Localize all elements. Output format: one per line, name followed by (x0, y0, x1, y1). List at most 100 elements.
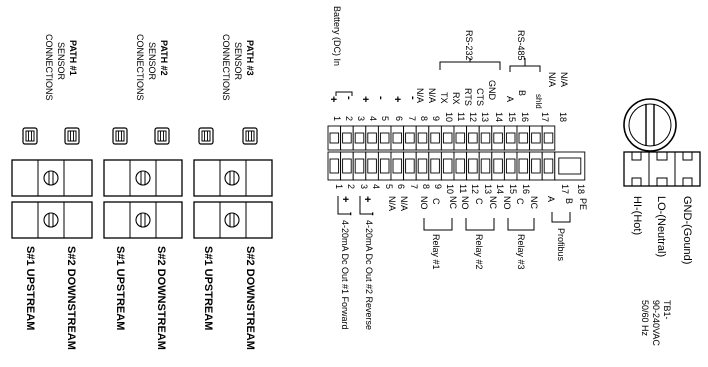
top-pin-14: 14 (494, 112, 504, 122)
rs485-label: RS-485 (516, 30, 526, 61)
bottom-terminal-screw-slot (505, 158, 516, 174)
top-pin-10: 10 (444, 112, 454, 122)
power-terminal-block (623, 151, 701, 187)
relay-3-label: Relay #3 (516, 234, 526, 270)
bottom-pin-6: 6 (396, 184, 406, 189)
bottom-terminal-screw-slot (392, 158, 403, 174)
rs232-label: RS-232 (464, 30, 474, 61)
top-label-na-17: N/A (547, 72, 557, 87)
path-2-connector-block-lower (103, 201, 183, 239)
screw-icon (224, 170, 240, 186)
top-pin-3: 3 (356, 116, 366, 121)
analog-out-sign-4: - (367, 212, 379, 216)
top-pin-11: 11 (456, 112, 466, 121)
top-label-shld: shld (534, 94, 543, 109)
battery-sign-4: - (375, 96, 387, 100)
terminal-strip-top (327, 125, 556, 151)
screw-icon (135, 212, 151, 228)
rs232-bracket (439, 58, 501, 70)
top-terminal-screw-slot (505, 132, 516, 144)
bottom-pin-4: 4 (371, 184, 381, 189)
top-terminal-screw-slot (493, 132, 503, 144)
bottom-pin-16: 16 (521, 184, 531, 194)
analog-out-sign-2: - (345, 212, 357, 216)
path-3-connector-block-upper (193, 159, 273, 197)
top-pin-1: 1 (332, 116, 342, 121)
bottom-label-na-6: N/A (399, 196, 409, 211)
top-pin-numbers: 1 2 3 4 5 6 7 8 9 10 11 12 13 14 15 16 1… (332, 112, 568, 122)
bottom-terminal-screw-slot (430, 158, 440, 174)
relay-2-label: Relay #2 (474, 234, 484, 270)
path-3-title: PATH #3 (245, 40, 255, 76)
path-2-connections-label: CONNECTIONS (135, 34, 145, 101)
bottom-terminal-screw-slot (531, 158, 541, 174)
top-label-na-7: N/A (415, 88, 425, 103)
bottom-pin-14: 14 (495, 184, 505, 194)
top-pin-12: 12 (468, 112, 478, 122)
top-terminal-screw-slot (430, 132, 440, 144)
path-1-sensor-group: PATH #1 SENSOR CONNECTIONS (44, 34, 78, 101)
bottom-pin-3: 3 (359, 184, 369, 189)
top-terminal-screw-slot (480, 132, 491, 144)
bottom-label-profibus-b: B (564, 198, 574, 204)
bottom-pin-15: 15 (508, 184, 518, 194)
top-terminal-screw-slot (379, 132, 390, 144)
top-terminal-screw-slot (455, 132, 466, 144)
analog-out-2-bracket (359, 196, 372, 215)
battery-bracket (335, 91, 353, 96)
bottom-pin-5: 5 (384, 184, 394, 189)
top-pin-13: 13 (480, 112, 490, 122)
terminal-icon (198, 127, 214, 145)
terminal-icon (242, 127, 258, 145)
rs485-bracket (509, 58, 541, 72)
bottom-pin-numbers: 1 2 3 4 5 6 7 8 9 10 11 12 13 14 15 16 1… (334, 184, 586, 194)
path-1-connections-label: CONNECTIONS (44, 34, 54, 101)
path-1-sensor-label: SENSOR (56, 42, 66, 81)
terminal-icon (154, 127, 170, 145)
bottom-pin-1: 1 (334, 184, 344, 189)
top-pin-17: 17 (540, 112, 550, 122)
screw-icon (43, 170, 59, 186)
top-terminal-screw-slot (417, 132, 428, 144)
power-gnd-label: GND-(Gound) (681, 196, 693, 264)
top-terminal-screw-slot (405, 132, 415, 144)
bottom-pin-9: 9 (433, 184, 443, 189)
top-terminal-screw-slot (342, 132, 352, 144)
bottom-pin-17: 17 (560, 184, 570, 194)
top-pin-6: 6 (394, 116, 404, 121)
bottom-terminal-screw-slot (493, 158, 503, 174)
bottom-terminal-screw-slot (405, 158, 415, 174)
path-1-connector-block-lower (11, 201, 93, 239)
path-1-upstream-label: S#1 UPSTREAM (24, 246, 36, 330)
top-label-cts: CTS (475, 88, 485, 106)
path-1-downstream-label: S#2 DOWNSTREAM (65, 246, 77, 350)
bottom-terminal-screw-slot (442, 158, 453, 174)
top-label-a: A (505, 96, 515, 102)
bottom-pin-2: 2 (346, 184, 356, 189)
top-label-gnd: GND (487, 80, 497, 101)
top-label-b: B (517, 90, 527, 96)
bottom-terminal-screw-slot (455, 158, 466, 174)
bottom-label-relay3-c: C (515, 198, 525, 205)
bottom-label-relay2-c: C (474, 198, 484, 205)
top-terminal-screw-slot (392, 132, 403, 144)
bottom-label-relay2-nc: NC (488, 196, 498, 209)
battery-sign-1: + (327, 96, 339, 102)
bottom-terminal-screw-slot (342, 158, 352, 174)
bottom-pin-13: 13 (483, 184, 493, 194)
terminal-icon (112, 127, 128, 145)
path-2-connector-block-upper (103, 159, 183, 197)
path-3-upstream-label: S#1 UPSTREAM (202, 246, 214, 330)
bottom-pin-11: 11 (458, 184, 468, 193)
path-3-connections-label: CONNECTIONS (221, 34, 231, 101)
bottom-pin-7: 7 (409, 184, 419, 189)
path-2-sensor-label: SENSOR (147, 42, 157, 81)
top-pin-5: 5 (380, 116, 390, 121)
bottom-label-profibus-pe: PE (578, 198, 588, 210)
path-2-title: PATH #2 (159, 40, 169, 76)
power-screw-knob (623, 98, 677, 152)
battery-dc-in-label: Battery (DC) In (332, 6, 342, 66)
top-label-rx: RX (451, 92, 461, 105)
bottom-pin-8: 8 (421, 184, 431, 189)
bottom-terminal-screw-slot (480, 158, 491, 174)
